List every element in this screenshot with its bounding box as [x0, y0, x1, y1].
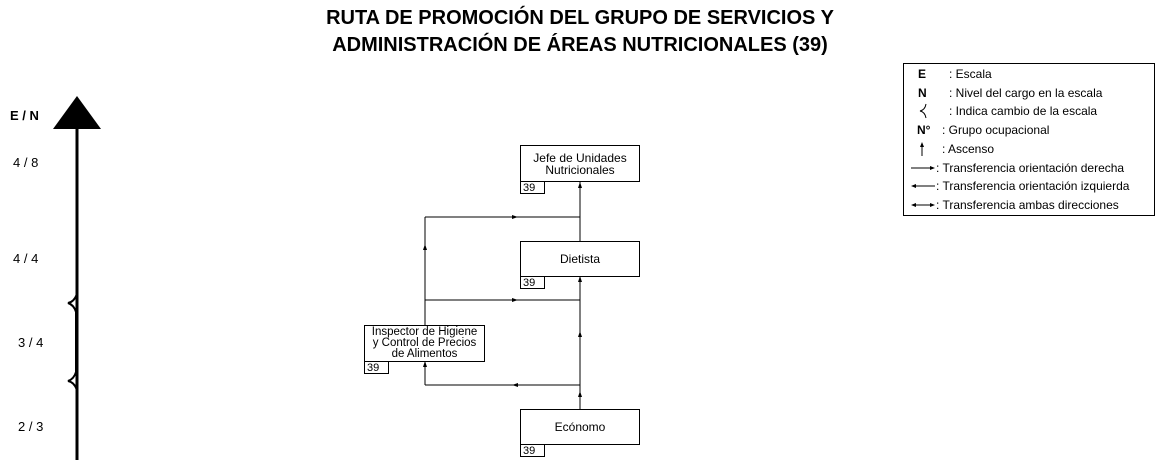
ascend-arrow-icon [423, 361, 427, 367]
position-name: Jefe de Unidades Nutricionales [533, 150, 627, 177]
both-arrow-icon [911, 203, 935, 207]
ascend-arrow-icon [423, 244, 427, 250]
left-arrow-icon [911, 184, 935, 188]
scale-change-icon [919, 103, 927, 119]
level-label: 2 / 3 [18, 419, 44, 434]
ascend-arrow-icon [578, 182, 582, 188]
level-label: 3 / 4 [18, 335, 44, 350]
group-code-badge: 39 [364, 361, 389, 374]
position-inspector-higiene: Inspector de Higiene y Control de Precio… [364, 325, 485, 362]
right-arrow-icon [512, 215, 518, 219]
axis-header: E / N [10, 108, 39, 123]
ascend-arrow-icon [920, 142, 924, 156]
ascend-arrow-icon [578, 331, 582, 337]
axis-arrowhead-icon [53, 96, 101, 129]
right-arrow-icon [512, 298, 518, 302]
level-label: 4 / 4 [13, 251, 39, 266]
ascend-arrow-icon [578, 391, 582, 397]
position-dietista: Dietista [520, 241, 640, 277]
right-arrow-icon [911, 166, 935, 170]
ascend-arrow-icon [578, 276, 582, 282]
left-arrow-icon [512, 383, 518, 387]
position-name: Inspector de Higiene y Control de Precio… [371, 326, 478, 360]
group-code-badge: 39 [520, 444, 545, 457]
position-name: Dietista [559, 252, 600, 266]
position-name: Ecónomo [554, 420, 606, 434]
page-title-line-1: RUTA DE PROMOCIÓN DEL GRUPO DE SERVICIOS… [326, 7, 834, 29]
group-code-badge: 39 [520, 181, 545, 194]
group-code-badge: 39 [520, 276, 545, 289]
scale-change-brace [67, 293, 78, 391]
position-jefe-unidades-nutricionales: Jefe de Unidades Nutricionales [520, 145, 640, 182]
legend: E : Escala N : Nivel del cargo en la esc… [903, 63, 1155, 216]
page-title-line-2: ADMINISTRACIÓN DE ÁREAS NUTRICIONALES (3… [332, 34, 828, 56]
position-economo: Ecónomo [520, 409, 640, 445]
level-label: 4 / 8 [13, 155, 39, 170]
